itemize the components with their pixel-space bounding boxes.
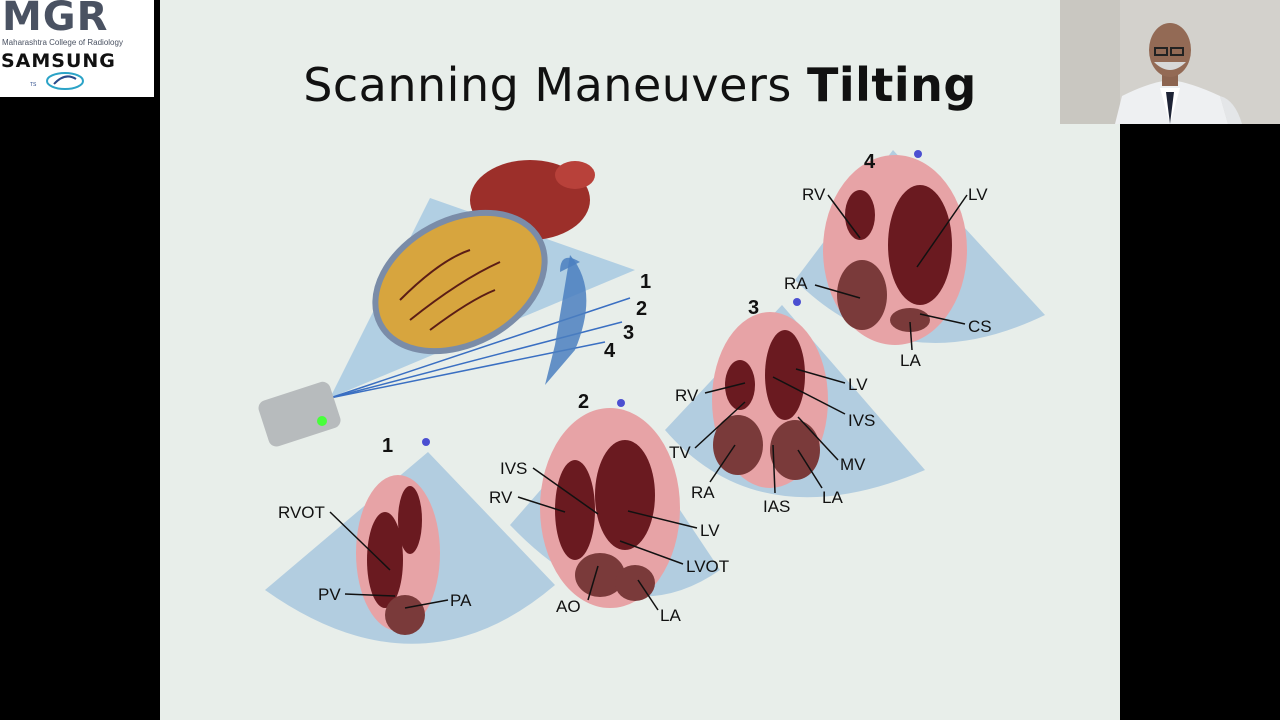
label-mv: MV (840, 455, 866, 474)
label-lvot: LVOT (686, 557, 729, 576)
view-4-coronary-sinus: 4 RV LV RA CS LA (784, 150, 1045, 370)
label-la-4: LA (900, 351, 921, 370)
view-1-rvot: 1 RVOT PV PA (265, 435, 555, 644)
label-cs: CS (968, 317, 992, 336)
mgr-logo-text: MGR (2, 0, 109, 40)
probe-and-heart-illustration: 1 2 3 4 (258, 160, 651, 447)
label-tv: TV (669, 443, 691, 462)
label-ias: IAS (763, 497, 790, 516)
label-lv-3: LV (848, 375, 868, 394)
presenter-webcam (1060, 0, 1280, 124)
plane-label-3: 3 (623, 322, 634, 344)
view-2-lvot: 2 IVS RV LV LVOT AO LA (489, 391, 729, 625)
label-pv: PV (318, 585, 341, 604)
label-la-3: LA (822, 488, 843, 507)
view-2-number: 2 (578, 391, 589, 413)
probe-indicator-light (317, 416, 327, 426)
label-rv: RV (489, 488, 513, 507)
mgr-samsung-logo: MGR Maharashtra College of Radiology SAM… (0, 0, 154, 97)
view-1-number: 1 (382, 435, 393, 457)
label-rv-4: RV (802, 185, 826, 204)
heart-cross-section (375, 212, 545, 352)
view-3-number: 3 (748, 297, 759, 319)
presenter-image (1060, 0, 1280, 124)
label-ivs: IVS (500, 459, 527, 478)
label-pa: PA (450, 591, 472, 610)
ts-logo-text: TS (30, 82, 37, 88)
label-lv: LV (700, 521, 720, 540)
ts-logo-icon (46, 72, 84, 90)
label-ao: AO (556, 597, 581, 616)
label-rvot: RVOT (278, 503, 325, 522)
college-name: Maharashtra College of Radiology (2, 38, 123, 47)
slide-title: Scanning Maneuvers Tilting (160, 58, 1120, 112)
label-ra-4: RA (784, 274, 808, 293)
view-3-four-chamber: 3 RV LV IVS TV MV RA IAS LA (665, 297, 925, 516)
tilt-arrow-icon (545, 255, 587, 385)
samsung-logo-text: SAMSUNG (1, 50, 116, 72)
title-main: Scanning Maneuvers (303, 58, 792, 112)
view-4-number: 4 (864, 151, 876, 173)
title-bold: Tilting (806, 58, 977, 112)
ultrasound-probe (258, 381, 341, 447)
label-ra-3: RA (691, 483, 715, 502)
plane-label-4: 4 (604, 340, 616, 362)
plane-label-1: 1 (640, 271, 651, 293)
plane-label-2: 2 (636, 298, 647, 320)
label-lv-4: LV (968, 185, 988, 204)
label-ivs-3: IVS (848, 411, 875, 430)
label-rv-3: RV (675, 386, 699, 405)
label-la: LA (660, 606, 681, 625)
